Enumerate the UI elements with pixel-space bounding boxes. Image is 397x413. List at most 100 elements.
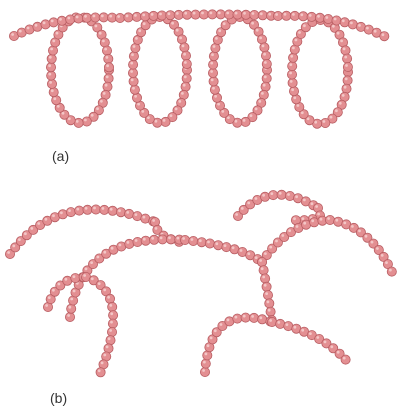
bead-highlight (142, 14, 145, 17)
bead-highlight (294, 326, 297, 329)
bead (129, 77, 138, 86)
bead (387, 267, 396, 276)
bead (282, 11, 291, 20)
bead (74, 14, 83, 23)
bead (67, 304, 76, 313)
bead-highlight (45, 304, 48, 307)
bead (174, 10, 183, 19)
bead-highlight (269, 319, 272, 322)
bead-highlight (259, 259, 262, 262)
bead-highlight (91, 277, 94, 280)
bead (265, 299, 274, 308)
bead-highlight (59, 18, 62, 21)
bead-highlight (103, 354, 106, 357)
helix-loop-4 (287, 15, 352, 128)
bead-highlight (103, 289, 106, 292)
bead (201, 359, 210, 368)
bead-highlight (262, 194, 265, 197)
bead-highlight (104, 48, 107, 51)
bead-highlight (290, 80, 293, 83)
bead (299, 12, 308, 21)
bead (107, 327, 116, 336)
bead-highlight (106, 64, 109, 67)
bead-highlight (371, 241, 374, 244)
bead (96, 368, 105, 377)
bead-highlight (344, 56, 347, 59)
bead (46, 63, 55, 72)
bead-highlight (259, 316, 262, 319)
bead (259, 266, 268, 275)
bead-highlight (255, 197, 258, 200)
bead (310, 218, 319, 227)
bead-highlight (339, 102, 342, 105)
bead-highlight (93, 207, 96, 210)
bead-highlight (176, 29, 179, 32)
bead-highlight (324, 341, 327, 344)
chain-hook-descend (81, 272, 117, 377)
bead-highlight (109, 329, 112, 332)
bead-highlight (58, 283, 61, 286)
bead (209, 52, 218, 61)
bead (199, 10, 208, 19)
chain-middle-arc-end (180, 235, 262, 263)
bead-highlight (18, 238, 21, 241)
bead (266, 307, 275, 316)
bead-highlight (343, 48, 346, 51)
bead-highlight (210, 337, 213, 340)
bead (261, 274, 270, 283)
bead-highlight (101, 15, 104, 18)
bead-highlight (56, 32, 59, 35)
bead-highlight (342, 19, 345, 22)
bead-highlight (366, 27, 369, 30)
bead-highlight (119, 244, 122, 247)
bead-highlight (243, 12, 246, 15)
bead (47, 71, 56, 80)
bead-highlight (311, 219, 314, 222)
bead-highlight (295, 195, 298, 198)
bead-highlight (151, 237, 154, 240)
bead-highlight (155, 227, 158, 230)
bead-highlight (240, 249, 243, 252)
bead (106, 336, 115, 345)
bead-highlight (108, 337, 111, 340)
bead (130, 85, 139, 94)
bead-highlight (183, 84, 186, 87)
bead-highlight (289, 63, 292, 66)
bead-highlight (76, 120, 79, 123)
bead-highlight (176, 12, 179, 15)
bead-highlight (118, 209, 121, 212)
bead-highlight (330, 345, 333, 348)
panel-a-coiled-chain (0, 0, 397, 136)
bead (181, 82, 190, 91)
bead (288, 62, 297, 71)
bead (241, 10, 250, 19)
bead (209, 60, 218, 69)
bead (269, 191, 278, 200)
bead-highlight (316, 336, 319, 339)
bead-highlight (182, 45, 185, 48)
bead-highlight (11, 33, 14, 36)
bead (133, 237, 142, 246)
bead-highlight (287, 193, 290, 196)
bead (260, 192, 269, 201)
bead-highlight (51, 20, 54, 23)
bead (289, 87, 298, 96)
bead-highlight (181, 92, 184, 95)
bead (340, 18, 349, 27)
bead-highlight (207, 241, 210, 244)
bead (289, 53, 298, 62)
bead-highlight (303, 222, 306, 225)
bead-highlight (335, 109, 338, 112)
bead-highlight (203, 361, 206, 364)
bead-highlight (137, 103, 140, 106)
bead-highlight (293, 96, 296, 99)
bead (262, 59, 271, 68)
bead (182, 74, 191, 83)
bead-highlight (91, 114, 94, 117)
bead (125, 209, 134, 218)
bead-highlight (226, 12, 229, 15)
bead (273, 11, 282, 20)
bead-highlight (100, 100, 103, 103)
bead (249, 313, 258, 322)
